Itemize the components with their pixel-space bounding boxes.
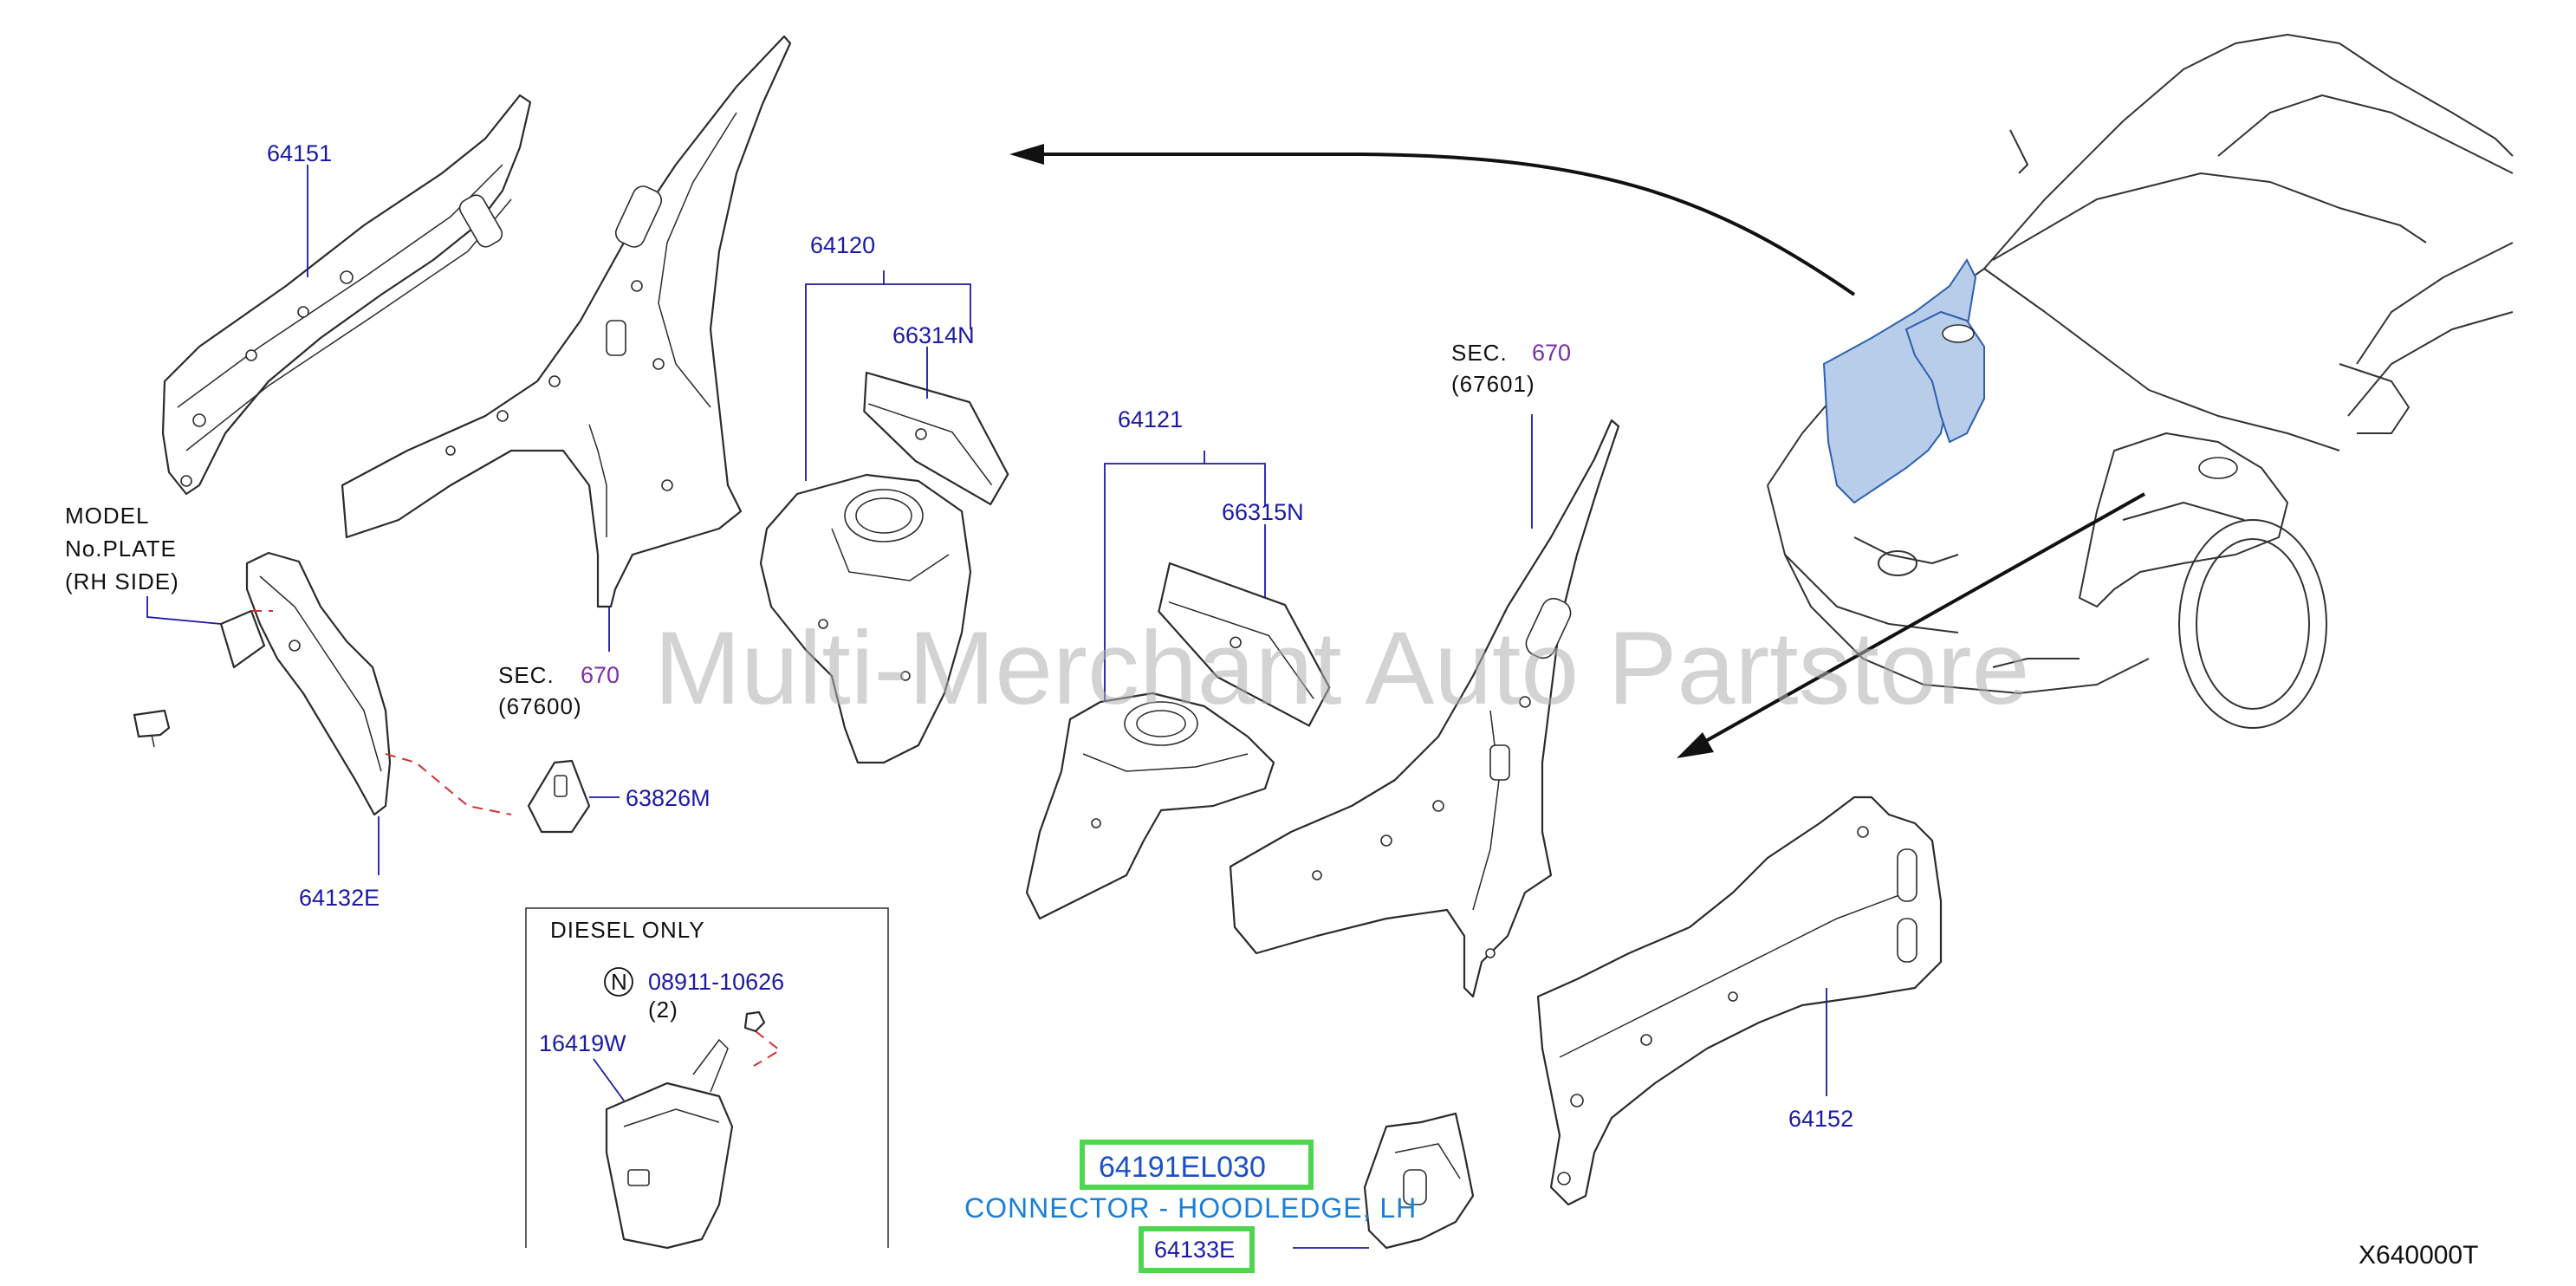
part-hoodledge-right-drawing bbox=[1229, 419, 1620, 998]
part-64121-strut-housing bbox=[1025, 692, 1275, 920]
part-label-16419W[interactable]: 16419W bbox=[539, 1030, 626, 1056]
model-plate-line1: MODEL bbox=[65, 503, 149, 529]
part-64133E-drawing bbox=[1363, 1112, 1475, 1250]
leader-model-plate bbox=[146, 596, 222, 625]
part-label-66314N[interactable]: 66314N bbox=[892, 322, 975, 348]
dash-64132E-63826M bbox=[385, 753, 512, 815]
highlighted-part-number[interactable]: 64191EL030 bbox=[1099, 1151, 1266, 1184]
model-plate-drawing bbox=[219, 609, 266, 669]
part-64120-bracket bbox=[863, 371, 1009, 506]
part-label-64132E[interactable]: 64132E bbox=[299, 885, 380, 911]
clip-push-pin bbox=[133, 709, 171, 748]
diagram-code: X640000T bbox=[2359, 1241, 2478, 1270]
nut-symbol-circle bbox=[604, 967, 633, 997]
part-63826M-drawing bbox=[527, 759, 591, 834]
diesel-only-title: DIESEL ONLY bbox=[550, 917, 705, 943]
part-label-66315N[interactable]: 66315N bbox=[1222, 499, 1304, 525]
part-label-64120[interactable]: 64120 bbox=[810, 232, 875, 258]
nut-drawing bbox=[743, 1010, 766, 1033]
part-label-63826M[interactable]: 63826M bbox=[626, 785, 711, 811]
arrow-head-left bbox=[1009, 144, 1044, 165]
vehicle-illustration bbox=[1767, 34, 2514, 729]
part-64151-drawing bbox=[161, 94, 532, 496]
sec-left-prefix: SEC. bbox=[498, 662, 555, 688]
highlight-box-ref[interactable] bbox=[1139, 1226, 1255, 1273]
sec-left-number[interactable]: 670 bbox=[581, 662, 620, 688]
diesel-inset-frame bbox=[525, 907, 889, 1248]
watermark-text: Multi-Merchant Auto Partstore bbox=[654, 610, 2029, 726]
part-label-08911-10626[interactable]: 08911-10626 bbox=[648, 969, 784, 995]
part-66315N-bracket bbox=[1158, 562, 1331, 727]
part-16419W-drawing bbox=[605, 1038, 734, 1250]
arrow-to-right-assembly bbox=[1697, 492, 2145, 747]
part-hoodledge-left-drawing bbox=[341, 35, 792, 608]
part-label-64121[interactable]: 64121 bbox=[1118, 406, 1183, 432]
part-64152-drawing bbox=[1536, 796, 1943, 1206]
part-64120-strut-housing bbox=[759, 473, 972, 764]
model-plate-line3: (RH SIDE) bbox=[65, 568, 179, 594]
leader-64121-group bbox=[1104, 463, 1266, 702]
highlighted-part-description: CONNECTOR - HOODLEDGE, LH bbox=[964, 1192, 1417, 1224]
arrow-to-left-assembly bbox=[1031, 153, 1856, 296]
part-64132E-drawing bbox=[245, 551, 392, 816]
dash-nut bbox=[753, 1030, 782, 1067]
highlight-box-part-number[interactable] bbox=[1080, 1140, 1314, 1190]
leader-64120-group bbox=[805, 283, 971, 481]
sec-left-sub: (67600) bbox=[498, 693, 582, 719]
model-plate-line2: No.PLATE bbox=[65, 536, 177, 562]
part-label-64151[interactable]: 64151 bbox=[267, 140, 332, 166]
sec-right-prefix: SEC. bbox=[1451, 340, 1508, 366]
quantity-2: (2) bbox=[648, 997, 678, 1023]
nut-symbol-letter: N bbox=[611, 969, 628, 995]
arrow-head-right bbox=[1677, 732, 1714, 758]
leader-16419W bbox=[593, 1058, 625, 1101]
part-label-64152[interactable]: 64152 bbox=[1788, 1106, 1853, 1132]
highlighted-ref-64133E[interactable]: 64133E bbox=[1154, 1237, 1235, 1263]
sec-right-sub: (67601) bbox=[1451, 371, 1535, 397]
sec-right-number[interactable]: 670 bbox=[1532, 340, 1571, 366]
